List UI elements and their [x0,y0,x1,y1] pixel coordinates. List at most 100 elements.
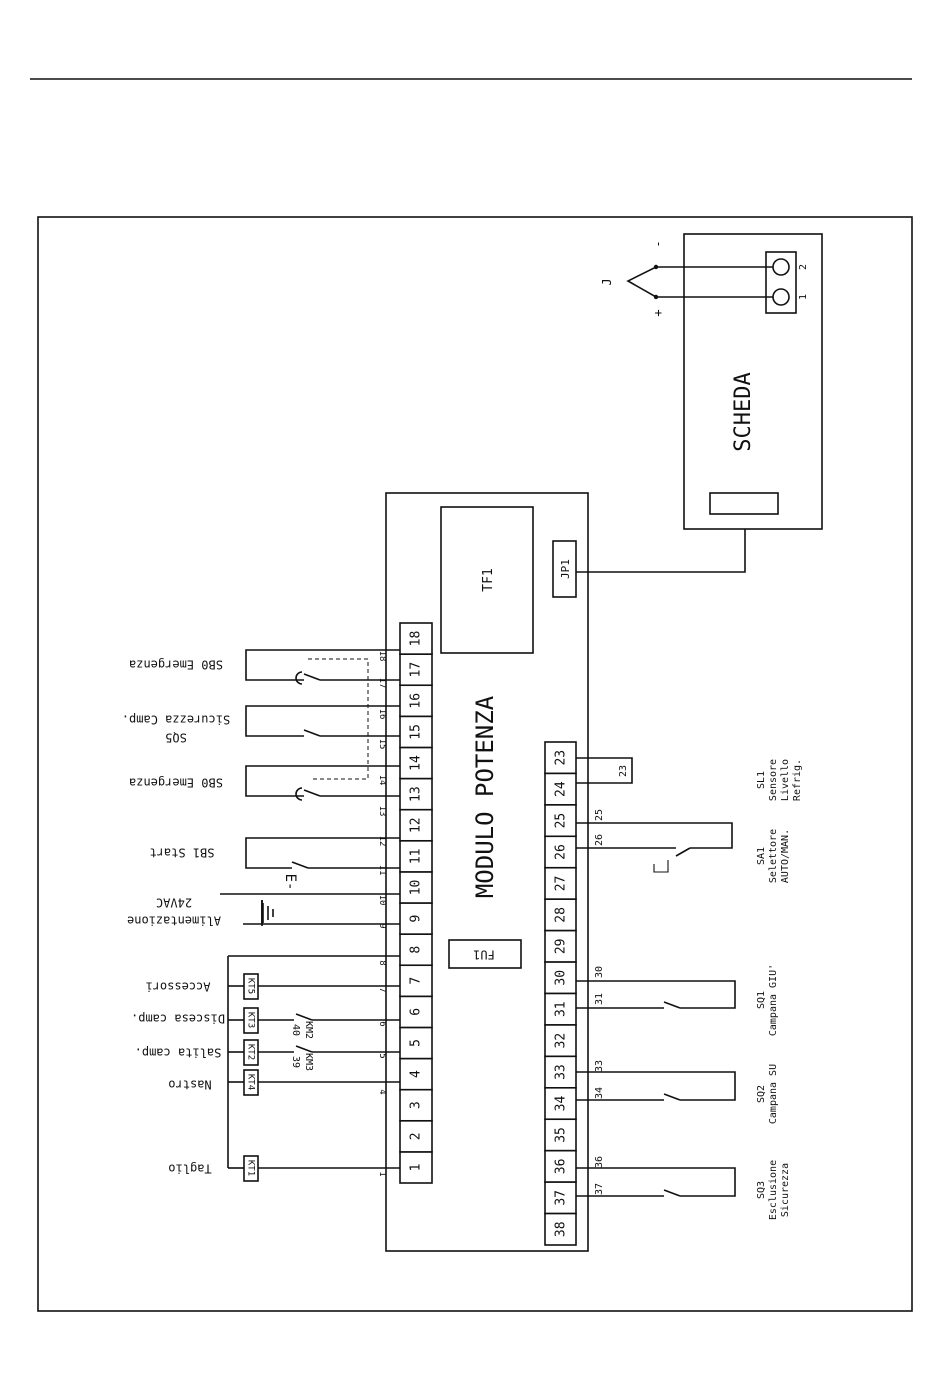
bottom-terminal-label: 28 [554,907,569,923]
jp1-label: JP1 [559,559,572,579]
bottom-wire-number: 36 [594,1156,605,1168]
bottom-terminal [544,961,577,995]
km2-num: 40 [290,1024,301,1036]
label-sb1: SB1 Start [149,846,214,860]
bottom-terminal-label: 23 [554,750,569,766]
probe-terminal-block [765,251,797,314]
bottom-terminal-label: 38 [554,1221,569,1237]
probe-label: J [600,278,614,285]
top-terminal [399,622,433,655]
top-terminal [399,746,433,780]
top-terminal [399,653,433,687]
top-terminal-label: 1 [409,1164,424,1172]
sb1-contact [291,861,309,869]
top-terminal [399,1151,433,1184]
kt3-label: KT3 [246,1012,256,1028]
bottom-device-label: SQ3 [756,1181,767,1199]
top-terminal-label: 3 [409,1101,424,1109]
top-terminal-label: 5 [409,1039,424,1047]
pin1-label: 1 [798,294,809,300]
probe-pin-2 [772,258,790,276]
bottom-device-label: Campana GIU' [768,964,779,1036]
bottom-device-label: SQ2 [756,1085,767,1103]
top-terminal [399,777,433,811]
top-terminal-label: 7 [409,977,424,985]
km2-contact [295,1013,313,1021]
wire-number: 5 [377,1053,387,1058]
bottom-device-label: Sicurezza [780,1163,791,1217]
bottom-wire-number: 33 [594,1060,605,1072]
sl1-sensor-loop [576,757,633,784]
bottom-device-label: SA1 [756,847,767,865]
kt2-label: KT2 [246,1044,256,1060]
wire-number: 6 [377,1021,387,1026]
wire-number: 18 [377,651,387,662]
bottom-wire-number: 26 [594,834,605,846]
sb0a-contact [303,789,321,797]
label-sb0b: SB0 Emergenza [129,658,223,672]
sa1-selector-icon [653,860,669,873]
top-terminal [399,964,433,998]
bottom-device-label: SQ1 [756,991,767,1009]
top-terminal-label: 18 [409,631,424,647]
wire-16 [245,705,400,737]
label-accessori: Accessori [145,980,210,994]
top-terminal-label: 9 [409,915,424,923]
bottom-terminal-label: 24 [554,781,569,797]
bottom-device-label: Esclusione [768,1160,779,1220]
sb1-symbol: E- [282,874,298,891]
top-terminal-label: 17 [409,662,424,678]
tc-node-plus [653,294,659,300]
bottom-terminal-label: 35 [554,1127,569,1143]
km2-label: KM2 [303,1021,314,1039]
wire-25 [576,822,733,849]
fu1-box [448,939,522,969]
bottom-terminal-label: 34 [554,1096,569,1112]
bottom-terminal [544,804,577,838]
top-terminal-label: 15 [409,724,424,740]
bottom-wire-number: 25 [594,809,605,821]
scheda-title: SCHEDA [731,372,756,451]
emergency-mechanical-link [308,658,369,780]
jp1-box [552,540,577,598]
top-terminal-label: 10 [409,880,424,896]
wire-number: 12 [377,836,387,847]
wire-number: 14 [377,775,387,786]
sb0b-contact [303,673,321,681]
probe-pin-1 [772,288,790,306]
wire-number: 7 [377,987,387,992]
top-terminal-label: 12 [409,817,424,833]
wire-number: 17 [377,678,387,689]
label-discesa: Discesa camp. [131,1012,225,1026]
top-terminal-label: 2 [409,1132,424,1140]
label-sq5-code: SQ5 [165,731,187,745]
sq1-contact [663,1001,681,1009]
wire-18 [245,649,400,681]
wire-number: 8 [377,960,387,965]
wire-number: 10 [377,895,387,906]
km3-num: 39 [290,1056,301,1068]
bottom-terminal-label: 33 [554,1064,569,1080]
bottom-wire-number: 30 [594,966,605,978]
bottom-terminal [544,1024,577,1058]
bottom-device-label: Refrig. [792,759,803,801]
wire-number: 11 [377,865,387,876]
bottom-terminal-label: 36 [554,1159,569,1175]
bottom-wire-number: 23 [618,765,629,777]
bottom-terminal [544,898,577,932]
label-alimentazione: Alimentazione [127,914,221,928]
sb0b-mushroom-icon [295,671,303,685]
sq3-contact [663,1189,681,1197]
bottom-device-label: Sensore [768,759,779,801]
top-terminal [399,684,433,718]
kt4-label: KT4 [246,1074,256,1090]
wire-number: 9 [377,923,387,928]
top-terminal-label: 13 [409,786,424,802]
bottom-terminal-label: 25 [554,813,569,829]
power-module-title: MODULO POTENZA [471,695,499,898]
bottom-terminal-label: 31 [554,1001,569,1017]
bottom-device-label: Livello [780,759,791,801]
